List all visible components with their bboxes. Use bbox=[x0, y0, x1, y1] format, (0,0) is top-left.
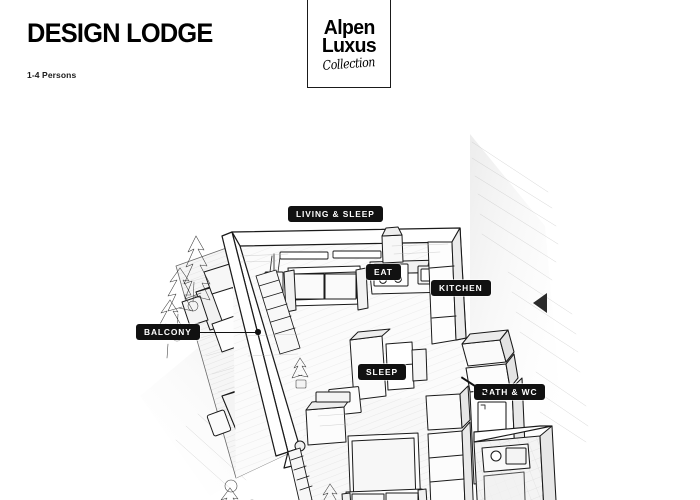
balcony-leader-line bbox=[196, 331, 258, 334]
balcony-leader-dot bbox=[255, 329, 261, 335]
room-label-sleep[interactable]: SLEEP bbox=[358, 364, 406, 381]
brand-script-collection: Collection bbox=[322, 55, 376, 75]
floorplan-illustration bbox=[0, 96, 700, 500]
brand-line-2: Luxus bbox=[321, 35, 377, 57]
entrance-arrow-icon bbox=[533, 293, 547, 313]
occupancy-text: 1-4 Persons bbox=[27, 70, 77, 80]
room-label-kitchen[interactable]: KITCHEN bbox=[431, 280, 491, 297]
floorplan-svg bbox=[140, 134, 589, 500]
brand-line-1: Alpen bbox=[323, 16, 376, 39]
room-label-living-sleep[interactable]: LIVING & SLEEP bbox=[288, 206, 383, 223]
brand-logo: Alpen Luxus Collection bbox=[307, 0, 391, 88]
room-label-eat[interactable]: EAT bbox=[366, 264, 401, 281]
page-title: DESIGN LODGE bbox=[27, 18, 213, 48]
page-header: DESIGN LODGE 1-4 Persons bbox=[0, 0, 700, 100]
room-label-balcony[interactable]: BALCONY bbox=[136, 324, 200, 341]
